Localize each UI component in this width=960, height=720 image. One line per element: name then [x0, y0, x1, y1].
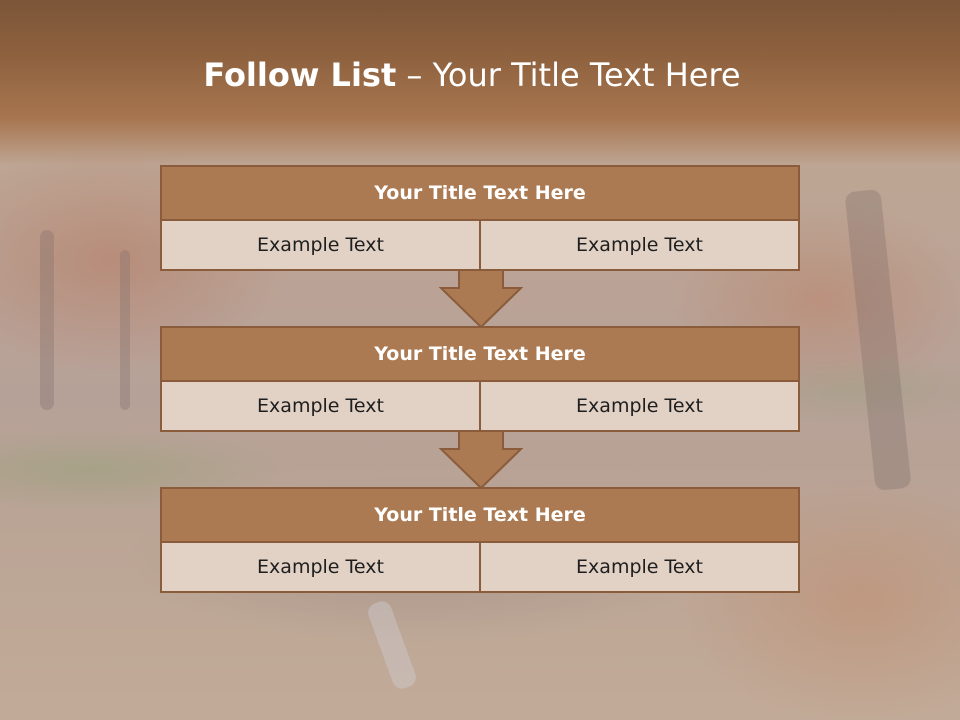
follow-block-1: Your Title Text Here Example Text Exampl…: [160, 165, 800, 271]
down-arrow-icon: [438, 270, 524, 328]
title-banner: [0, 0, 960, 165]
block-title: Your Title Text Here: [160, 165, 800, 221]
block-row: Example Text Example Text: [160, 221, 800, 271]
block-title: Your Title Text Here: [160, 326, 800, 382]
down-arrow-icon: [438, 431, 524, 489]
block-row: Example Text Example Text: [160, 382, 800, 432]
slide-title-strong: Follow List: [203, 56, 397, 94]
tree-trunk: [120, 250, 130, 410]
block-title: Your Title Text Here: [160, 487, 800, 543]
block-cell-left: Example Text: [160, 221, 481, 271]
tree-trunk: [40, 230, 54, 410]
slide-title: Follow List – Your Title Text Here: [0, 56, 944, 94]
block-cell-left: Example Text: [160, 382, 481, 432]
block-cell-left: Example Text: [160, 543, 481, 593]
slide-title-rest: – Your Title Text Here: [396, 56, 741, 94]
block-cell-right: Example Text: [481, 382, 800, 432]
follow-block-3: Your Title Text Here Example Text Exampl…: [160, 487, 800, 593]
block-row: Example Text Example Text: [160, 543, 800, 593]
follow-block-2: Your Title Text Here Example Text Exampl…: [160, 326, 800, 432]
block-cell-right: Example Text: [481, 543, 800, 593]
block-cell-right: Example Text: [481, 221, 800, 271]
